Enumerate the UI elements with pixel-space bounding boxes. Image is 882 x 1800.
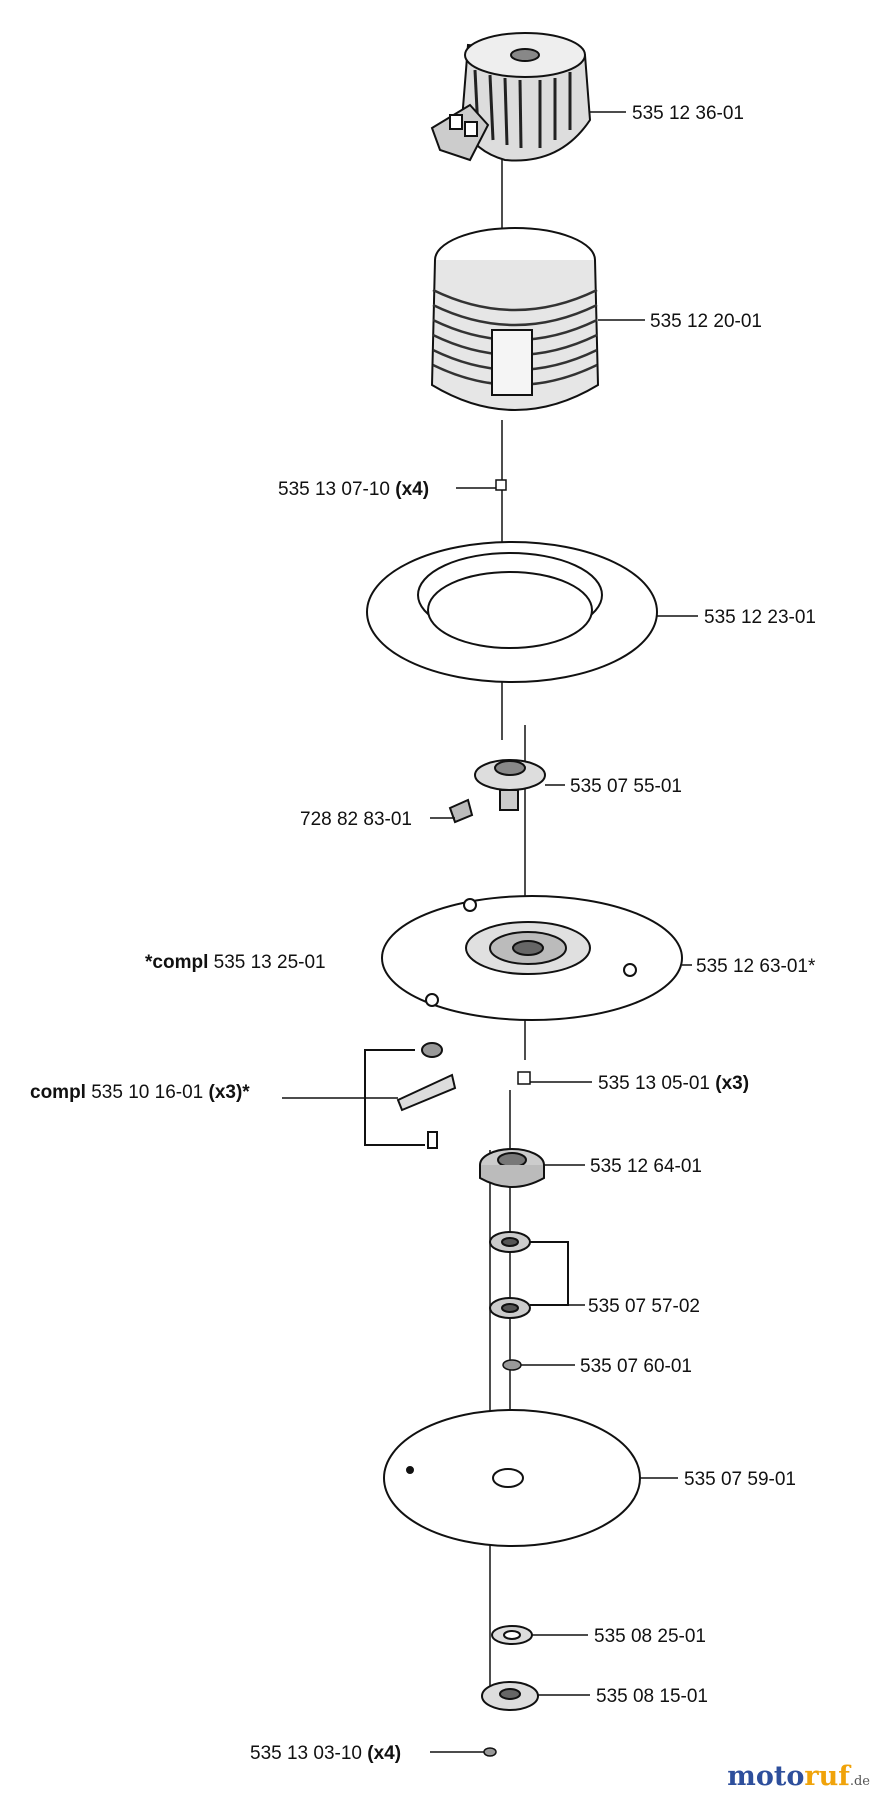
bearing-part [479,1148,545,1188]
label-p16: 535 08 15-01 [596,1686,708,1707]
hub-part [448,759,546,824]
label-p4: 535 12 23-01 [704,607,816,628]
ring-part [366,541,658,683]
label-p11: 535 12 64-01 [590,1156,702,1177]
label-p13: 535 07 60-01 [580,1356,692,1377]
label-p10: 535 13 05-01 (x3) [598,1073,749,1094]
washer-part [491,1625,533,1645]
label-p3: 535 13 07-10 (x4) [278,479,429,500]
screw-part-mid [517,1071,531,1085]
housing-part [430,227,600,411]
label-p8: 535 12 63-01* [696,956,816,977]
part-labels: 535 12 36-01 535 12 20-01 535 13 07-10 (… [30,103,816,1764]
label-p12: 535 07 57-02 [588,1296,700,1317]
screw-part-bottom [483,1747,497,1757]
label-p6: 728 82 83-01 [300,809,412,830]
large-disc-part [383,1409,641,1547]
label-p15: 535 08 25-01 [594,1626,706,1647]
label-p2: 535 12 20-01 [650,311,762,332]
label-p7: *compl 535 13 25-01 [145,952,326,973]
label-p17: 535 13 03-10 (x4) [250,1743,401,1764]
motor-part [430,32,592,162]
blade-part [364,1042,457,1149]
washer-pair-part [489,1231,569,1319]
screw-part-top [495,479,507,491]
flange-part [481,1681,539,1711]
label-p9: compl 535 10 16-01 (x3)* [30,1082,250,1103]
label-p14: 535 07 59-01 [684,1469,796,1490]
motoruf-watermark-logo: motoruf.de [727,1761,870,1792]
disc-plate-part [381,895,683,1021]
label-p5: 535 07 55-01 [570,776,682,797]
leader-lines [282,111,698,1753]
nut-part [502,1359,522,1371]
label-p1: 535 12 36-01 [632,103,744,124]
